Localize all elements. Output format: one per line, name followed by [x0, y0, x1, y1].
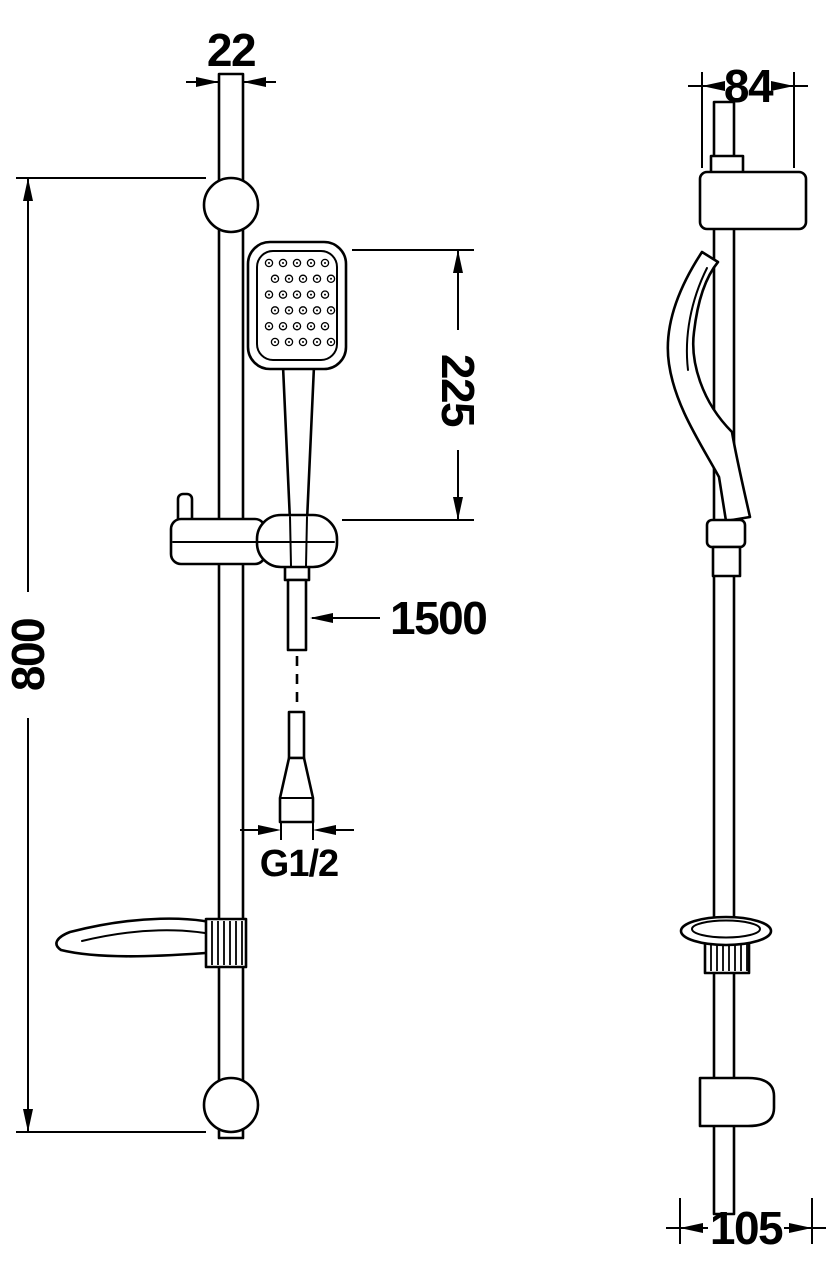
front-bottom-mount — [202, 1076, 260, 1134]
side-soap-dish — [679, 915, 773, 947]
dim-hose-length: 1500 — [310, 592, 488, 644]
dim-top-bracket-width-label: 84 — [724, 60, 774, 112]
dimensions: 22 800 225 1500 — [2, 24, 826, 1254]
dim-hose-length-label: 1500 — [390, 592, 486, 644]
spray-nozzles — [264, 258, 336, 347]
hand-shower-side-edge-line — [685, 267, 708, 371]
front-view — [55, 72, 348, 1140]
dim-thread-size: G1/2 — [240, 822, 354, 885]
hose-upper-end — [286, 578, 308, 652]
dim-total-height: 800 — [2, 177, 206, 1133]
hose-cone-fitting — [278, 756, 315, 824]
dim-hand-shower-length-label: 225 — [432, 354, 484, 427]
dim-rail-diameter-label: 22 — [207, 24, 255, 76]
side-soap-dish-inner — [691, 919, 761, 939]
dim-total-height-label: 800 — [2, 619, 54, 691]
side-top-bracket — [698, 170, 808, 231]
dim-bottom-bracket-depth: 105 — [666, 1198, 826, 1254]
dim-top-bracket-width: 84 — [688, 60, 808, 168]
hand-shower-side-profile — [666, 250, 752, 523]
hand-shower-face — [256, 250, 338, 361]
front-rail — [217, 72, 245, 1140]
handle-in-cup-left — [289, 516, 292, 567]
front-top-mount — [202, 176, 260, 234]
soap-dish-front — [55, 917, 234, 958]
hose-lower-end — [287, 710, 306, 760]
hand-shower-handle — [281, 364, 316, 523]
side-view — [666, 100, 808, 1216]
side-hose-end — [711, 545, 742, 578]
dim-rail-diameter: 22 — [186, 24, 276, 87]
dim-bottom-bracket-depth-label: 105 — [710, 1202, 783, 1254]
dim-thread-size-label: G1/2 — [260, 843, 338, 885]
soap-dish-clamp-hatch — [211, 921, 243, 965]
side-rail — [712, 100, 736, 1216]
side-bottom-bracket — [698, 1076, 776, 1128]
dim-hand-shower-length: 225 — [342, 249, 484, 521]
side-hose-nut — [705, 518, 747, 549]
handle-in-cup-right — [305, 516, 308, 567]
